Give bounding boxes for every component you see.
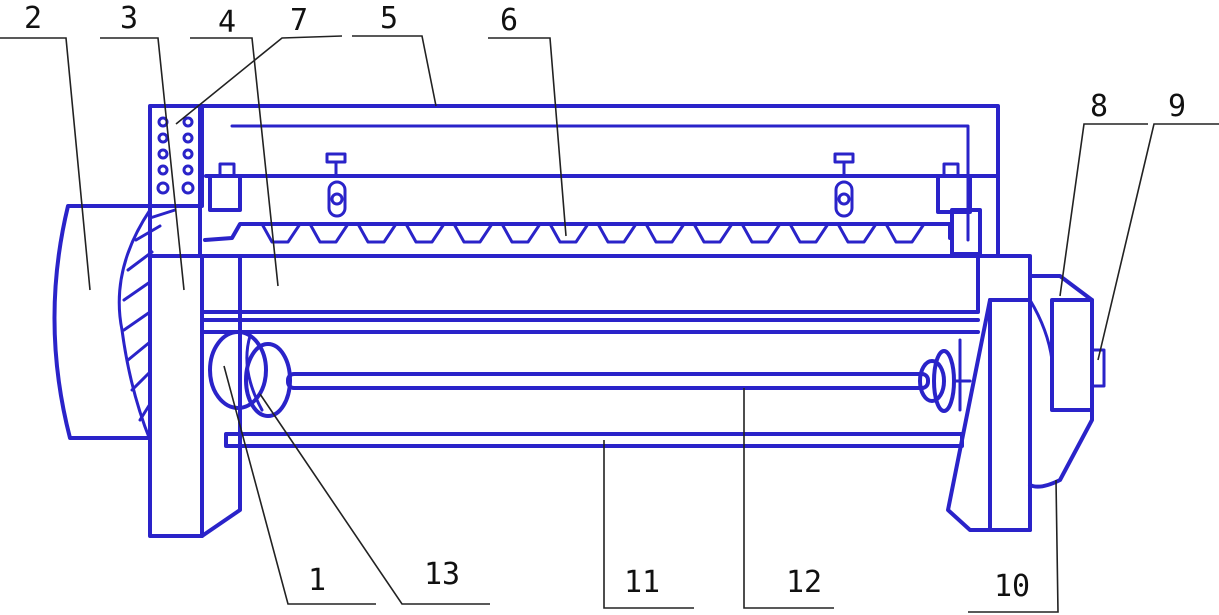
adjusting-screw-right [833,152,855,218]
leader-5 [352,35,437,107]
leader-7 [175,35,343,125]
label-7: 7 [290,3,308,38]
leader-3 [100,37,185,291]
label-6: 6 [500,3,518,38]
right-side-frame [946,254,1032,532]
panel-buttons [156,116,195,195]
part-labels: 2 3 4 7 5 6 8 9 1 13 11 12 10 [24,1,1186,604]
front-table [200,254,980,334]
label-13: 13 [424,557,460,592]
leader-12 [743,388,834,609]
label-5: 5 [380,1,398,36]
leader-11 [603,440,694,609]
label-3: 3 [120,1,138,36]
label-9: 9 [1168,89,1186,124]
label-4: 4 [218,5,236,40]
label-1: 1 [308,563,326,598]
adjusting-screw-left [325,152,347,218]
top-frame [198,104,1000,258]
machine-drawing [52,104,1106,538]
drive-shaft [286,338,972,413]
leader-6 [488,37,567,237]
label-11: 11 [624,565,660,600]
leader-9 [1097,123,1219,361]
eccentric-cam [208,330,292,418]
label-2: 2 [24,1,42,36]
label-10: 10 [994,569,1030,604]
left-motor [52,204,177,442]
leader-10 [968,479,1059,613]
leader-1 [223,365,376,605]
control-panel [148,104,204,208]
label-8: 8 [1090,89,1108,124]
leader-lines [0,35,1219,613]
leader-8 [1059,123,1148,297]
leader-4 [190,37,279,287]
lower-bar [224,432,964,448]
label-12: 12 [786,565,822,600]
left-side-frame [148,254,242,538]
leader-2 [0,37,91,291]
hold-down-row [203,222,952,244]
right-gearbox [1028,274,1106,489]
leader-13 [259,393,490,605]
